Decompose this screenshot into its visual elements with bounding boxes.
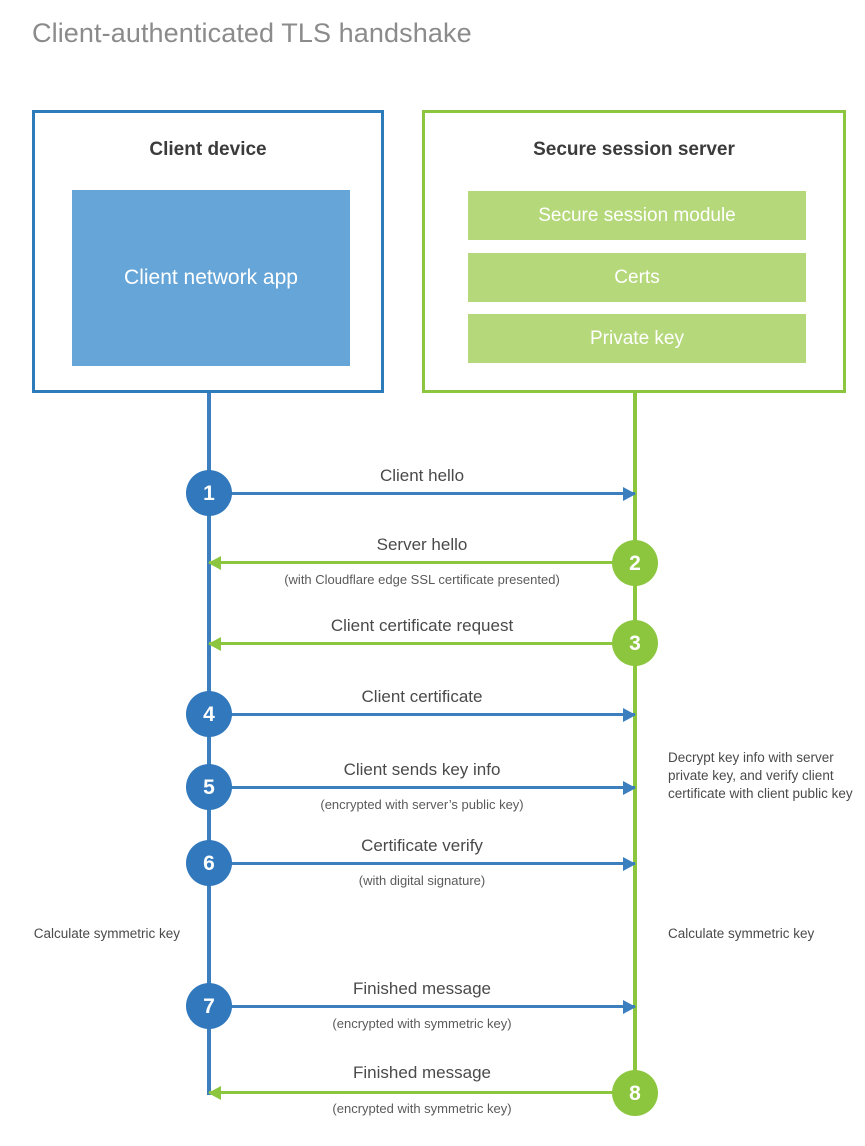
step-5-marker[interactable]: 5 [186, 764, 232, 810]
client-network-app-block: Client network app [72, 190, 350, 366]
step-8-arrow [208, 1086, 635, 1100]
secure-session-server-title: Secure session server [533, 139, 735, 160]
step-3-marker[interactable]: 3 [612, 620, 658, 666]
step-8-label: Finished message [353, 1063, 491, 1082]
server-decrypt-note: Decrypt key info with server private key… [668, 750, 853, 802]
step-2-label: Server hello [376, 535, 468, 554]
client-lifeline [207, 393, 211, 1095]
step-5-sublabel: (encrypted with server’s public key) [320, 797, 524, 812]
step-6-label: Certificate verify [361, 836, 483, 855]
step-5-arrow [209, 781, 636, 795]
step-7-arrow [209, 1000, 636, 1014]
client-calculate-key-note: Calculate symmetric key [33, 926, 180, 941]
step-3-label: Client certificate request [330, 616, 514, 635]
certs-block: Certs [468, 253, 806, 302]
step-6-marker[interactable]: 6 [186, 840, 232, 886]
step-1-marker[interactable]: 1 [186, 470, 232, 516]
step-1-label: Client hello [379, 466, 465, 485]
step-8-marker[interactable]: 8 [612, 1070, 658, 1116]
page-title: Client-authenticated TLS handshake [32, 18, 472, 48]
step-7-sublabel: (encrypted with symmetric key) [332, 1016, 512, 1031]
secure-session-server-box: Secure session server Secure session mod… [422, 110, 846, 393]
step-7-marker[interactable]: 7 [186, 983, 232, 1029]
step-4-label: Client certificate [361, 687, 483, 706]
step-6-sublabel: (with digital signature) [358, 873, 486, 888]
client-device-box: Client device Client network app [32, 110, 384, 393]
step-6-arrow [209, 857, 636, 871]
step-8-sublabel: (encrypted with symmetric key) [332, 1101, 512, 1116]
server-lifeline [633, 393, 637, 1095]
step-3-arrow [208, 637, 635, 651]
secure-session-module-block: Secure session module [468, 191, 806, 240]
private-key-block: Private key [468, 314, 806, 363]
client-device-title: Client device [149, 139, 267, 160]
step-7-label: Finished message [353, 979, 491, 998]
step-4-marker[interactable]: 4 [186, 691, 232, 737]
step-2-sublabel: (with Cloudflare edge SSL certificate pr… [284, 572, 560, 587]
step-5-label: Client sends key info [343, 760, 501, 779]
step-2-marker[interactable]: 2 [612, 540, 658, 586]
server-calculate-key-note: Calculate symmetric key [668, 926, 815, 941]
step-1-arrow [209, 487, 636, 501]
step-2-arrow [208, 556, 635, 570]
step-4-arrow [209, 708, 636, 722]
